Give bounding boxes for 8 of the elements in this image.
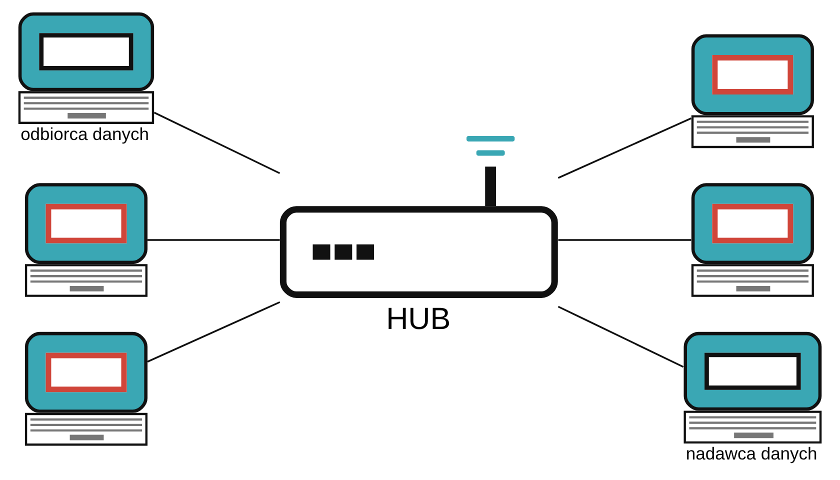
node-label: HUB [386,302,451,336]
node-label: odbiorca danych [20,124,149,144]
connector [147,301,280,362]
connector [154,112,280,174]
connector [558,306,684,368]
connector [148,239,280,241]
node-label: nadawca danych [686,444,818,464]
connector [558,239,692,241]
